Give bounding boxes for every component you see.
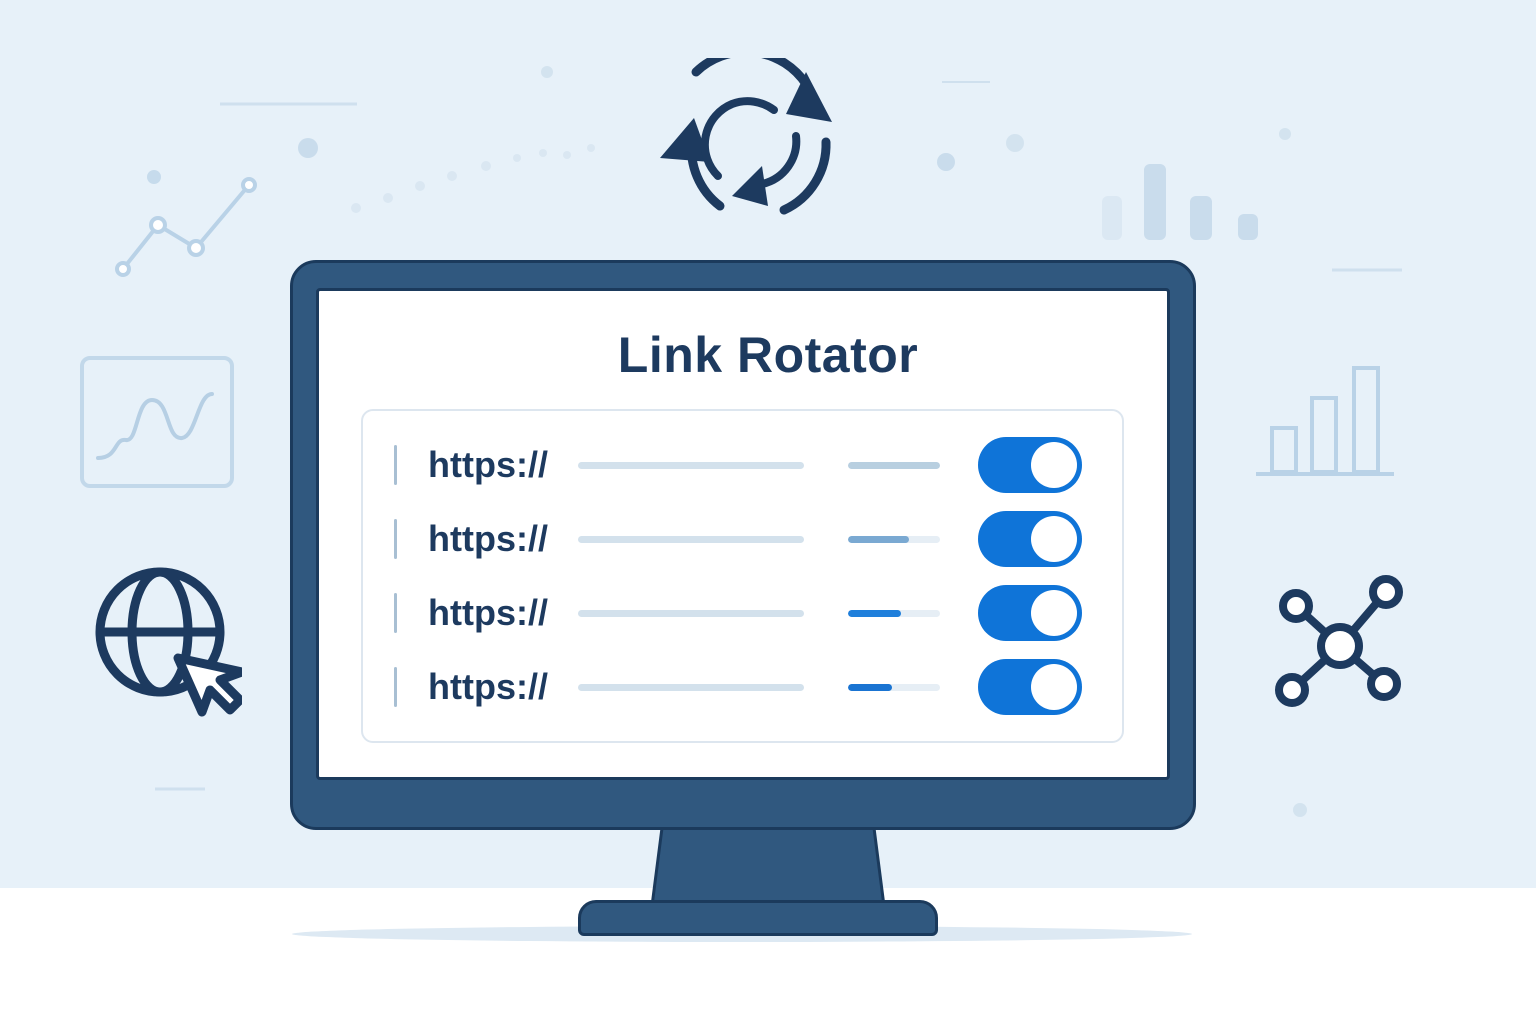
toggle-knob <box>1031 516 1077 562</box>
weight-meter <box>848 462 940 469</box>
weight-meter <box>848 536 940 543</box>
link-row: https:// <box>0 435 1536 495</box>
drag-handle[interactable] <box>394 593 397 633</box>
url-placeholder-line <box>578 536 804 543</box>
drag-handle[interactable] <box>394 519 397 559</box>
faded-bars-icon <box>1102 164 1258 240</box>
url-placeholder-line <box>578 462 804 469</box>
toggle-knob <box>1031 664 1077 710</box>
network-nodes-icon <box>1275 575 1403 707</box>
toggle-knob <box>1031 590 1077 636</box>
link-url[interactable]: https:// <box>428 444 548 485</box>
link-url[interactable]: https:// <box>428 518 548 559</box>
url-placeholder-line <box>578 684 804 691</box>
weight-meter-fill <box>848 462 940 469</box>
link-row: https:// <box>0 657 1536 717</box>
globe-cursor-icon <box>95 567 242 717</box>
link-url[interactable]: https:// <box>428 592 548 633</box>
link-enable-toggle[interactable] <box>978 659 1082 715</box>
monitor-stand-neck <box>650 826 886 908</box>
toggle-knob <box>1031 442 1077 488</box>
weight-meter <box>848 610 940 617</box>
link-row: https:// <box>0 509 1536 569</box>
link-enable-toggle[interactable] <box>978 585 1082 641</box>
background-decorations <box>155 66 1402 817</box>
weight-meter-fill <box>848 684 893 691</box>
drag-handle[interactable] <box>394 445 397 485</box>
weight-meter <box>848 684 940 691</box>
link-url[interactable]: https:// <box>428 666 548 707</box>
link-enable-toggle[interactable] <box>978 511 1082 567</box>
rotate-arrows-icon <box>660 58 832 215</box>
url-placeholder-line <box>578 610 804 617</box>
drag-handle[interactable] <box>394 667 397 707</box>
bar-chart-icon <box>1256 366 1394 476</box>
trend-line-icon <box>115 170 257 277</box>
weight-meter-fill <box>848 536 909 543</box>
monitor-stand-base <box>578 900 938 936</box>
weight-meter-fill <box>848 610 902 617</box>
page-title: Link Rotator <box>617 327 919 383</box>
line-chart-icon <box>80 356 234 488</box>
link-row: https:// <box>0 583 1536 643</box>
link-enable-toggle[interactable] <box>978 437 1082 493</box>
